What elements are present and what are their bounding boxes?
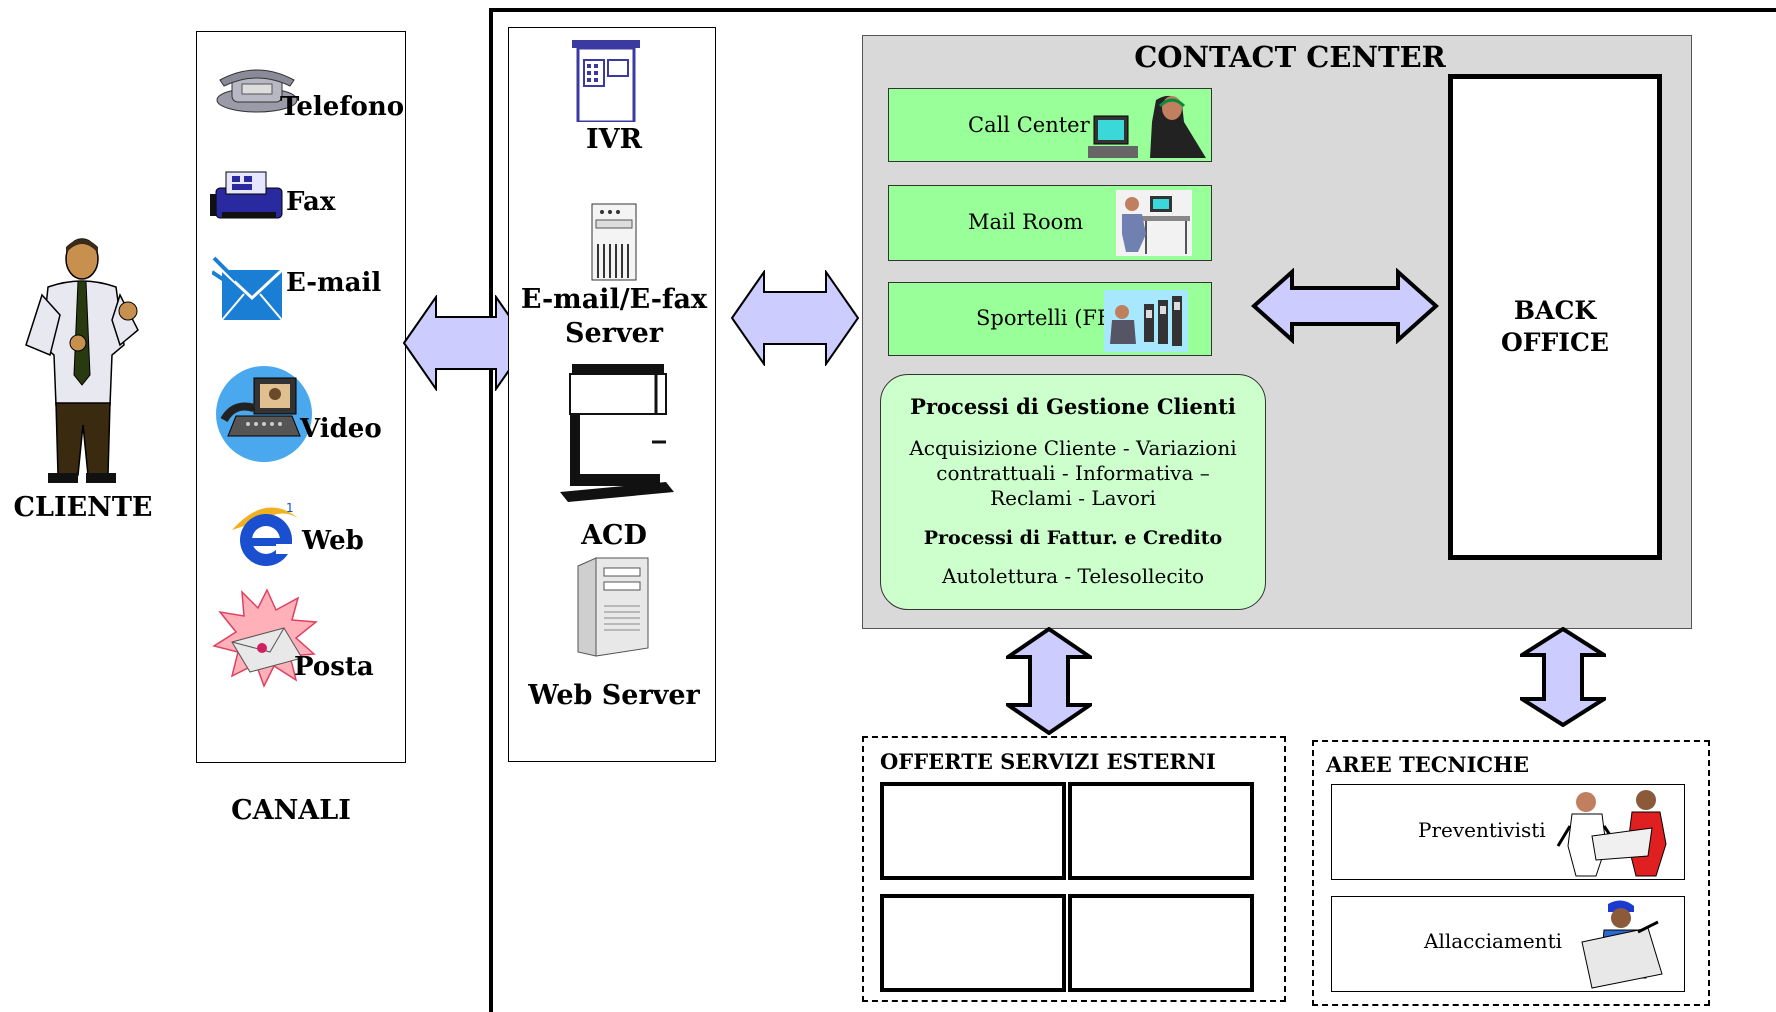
canale-web-label: Web xyxy=(302,526,364,556)
mail-room-worker-icon xyxy=(1116,190,1192,256)
telephone-icon xyxy=(216,69,298,113)
businessman-icon xyxy=(25,238,139,483)
workers-plan-icon xyxy=(1556,790,1667,877)
fax-icon xyxy=(210,171,283,219)
videophone-icon xyxy=(216,366,312,462)
processi-line4: Autolettura - Telesollecito xyxy=(941,564,1204,588)
installer-worker-icon xyxy=(1581,900,1663,989)
call-center-operator-icon xyxy=(1088,95,1206,158)
acd-label: ACD xyxy=(581,520,647,551)
web-server-label: Web Server xyxy=(528,680,700,711)
email-icon xyxy=(212,256,284,321)
aree-title: AREE TECNICHE xyxy=(1326,752,1529,777)
canale-fax-label: Fax xyxy=(286,187,336,217)
offerte-slot-3 xyxy=(880,894,1066,992)
canale-video-label: Video xyxy=(300,414,382,444)
sportelli-label: Sportelli (FE) xyxy=(976,306,1121,330)
back-office-label-line1: BACK xyxy=(1513,296,1597,325)
offerte-title: OFFERTE SERVIZI ESTERNI xyxy=(880,749,1216,774)
mail-room-label: Mail Room xyxy=(968,210,1084,234)
back-office-label-line2: OFFICE xyxy=(1501,328,1609,357)
call-center-label: Call Center xyxy=(968,113,1090,137)
email-server-label-line1: E-mail/E-fax xyxy=(520,284,708,315)
internet-explorer-icon: 1 xyxy=(232,501,298,566)
processi-title: Processi di Gestione Clienti xyxy=(910,394,1236,419)
mail-envelope-icon xyxy=(212,588,318,688)
email-server-label-line2: Server xyxy=(565,318,663,349)
ivr-label: IVR xyxy=(585,124,643,155)
back-office-box xyxy=(1448,74,1662,560)
acd-switch-icon xyxy=(560,364,674,502)
frontend-backoffice-arrow xyxy=(1251,268,1439,344)
preventivisti-label: Preventivisti xyxy=(1418,818,1546,842)
cliente-label: CLIENTE xyxy=(13,492,153,523)
ivr-kiosk-icon xyxy=(572,40,640,122)
canali-title: CANALI xyxy=(231,795,351,826)
processi-line2: contrattuali - Informativa – xyxy=(936,461,1210,485)
sportelli-counter-icon xyxy=(1104,290,1188,352)
allacciamenti-label: Allacciamenti xyxy=(1424,929,1562,953)
backoffice-aree-arrow xyxy=(1520,627,1606,727)
canale-posta-label: Posta xyxy=(294,652,374,682)
processi-subtitle: Processi di Fattur. e Credito xyxy=(923,527,1223,549)
email-fax-server-icon xyxy=(591,203,637,281)
web-server-icon xyxy=(577,557,649,657)
canale-telefono-label: Telefono xyxy=(280,92,405,122)
processi-box xyxy=(880,374,1266,610)
contact-center-title: CONTACT CENTER xyxy=(1134,40,1446,74)
processi-line3: Reclami - Lavori xyxy=(990,486,1156,510)
offerte-slot-2 xyxy=(1068,782,1254,880)
contactcenter-offerte-arrow xyxy=(1006,627,1092,735)
processi-line1: Acquisizione Cliente - Variazioni xyxy=(909,436,1237,460)
offerte-slot-1 xyxy=(880,782,1066,880)
svg-text:1: 1 xyxy=(286,501,294,515)
canale-email-label: E-mail xyxy=(286,268,382,298)
systems-contactcenter-arrow xyxy=(730,270,860,366)
offerte-slot-4 xyxy=(1068,894,1254,992)
